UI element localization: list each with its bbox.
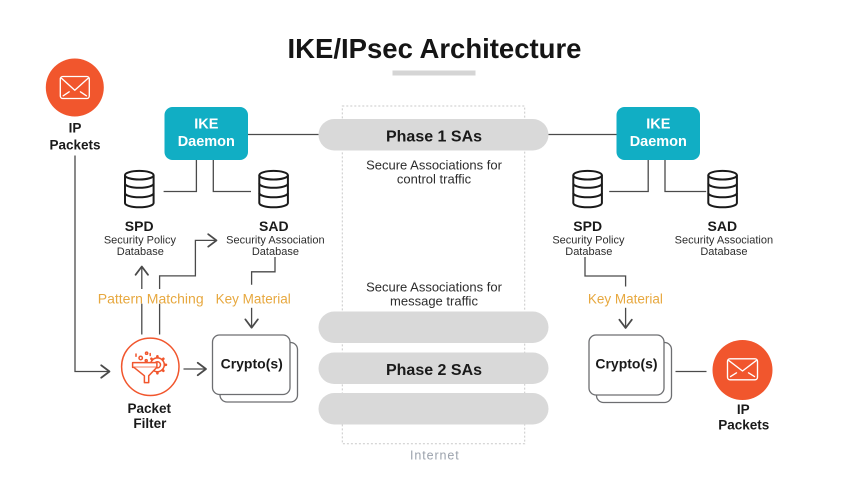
svg-text:IP: IP — [69, 121, 82, 136]
svg-text:Security Policy: Security Policy — [552, 235, 625, 247]
svg-text:Security Policy: Security Policy — [104, 235, 177, 247]
svg-text:Database: Database — [565, 246, 612, 258]
svg-text:control traffic: control traffic — [397, 172, 472, 187]
svg-text:Packet: Packet — [128, 401, 172, 416]
svg-text:Filter: Filter — [133, 416, 167, 431]
svg-text:IP: IP — [737, 402, 750, 417]
svg-text:Daemon: Daemon — [630, 134, 687, 150]
svg-text:SPD: SPD — [573, 218, 602, 234]
svg-text:Key Material: Key Material — [588, 291, 663, 306]
svg-text:Key Material: Key Material — [216, 291, 291, 306]
svg-text:Database: Database — [700, 246, 747, 258]
svg-text:IKE: IKE — [194, 117, 219, 133]
svg-text:Security Association: Security Association — [226, 235, 324, 247]
svg-text:Phase 2 SAs: Phase 2 SAs — [386, 362, 482, 379]
svg-text:Database: Database — [252, 246, 299, 258]
svg-text:message traffic: message traffic — [390, 294, 478, 309]
svg-text:Pattern Matching: Pattern Matching — [98, 290, 204, 306]
svg-text:Secure Associations for: Secure Associations for — [366, 280, 503, 295]
svg-text:SAD: SAD — [708, 218, 738, 234]
svg-text:Security Association: Security Association — [675, 235, 773, 247]
svg-text:Database: Database — [117, 246, 164, 258]
svg-text:Secure Associations for: Secure Associations for — [366, 157, 503, 172]
svg-text:Packets: Packets — [718, 418, 769, 433]
svg-text:Daemon: Daemon — [178, 134, 235, 150]
svg-text:Crypto(s): Crypto(s) — [221, 356, 283, 372]
svg-text:Crypto(s): Crypto(s) — [595, 356, 657, 372]
svg-text:Internet: Internet — [410, 448, 460, 462]
svg-text:IKE/IPsec Architecture: IKE/IPsec Architecture — [288, 33, 582, 64]
svg-text:IKE: IKE — [646, 117, 671, 133]
svg-text:SPD: SPD — [125, 218, 154, 234]
svg-text:SAD: SAD — [259, 218, 289, 234]
svg-text:Packets: Packets — [49, 138, 100, 153]
svg-text:Phase 1 SAs: Phase 1 SAs — [386, 128, 482, 145]
